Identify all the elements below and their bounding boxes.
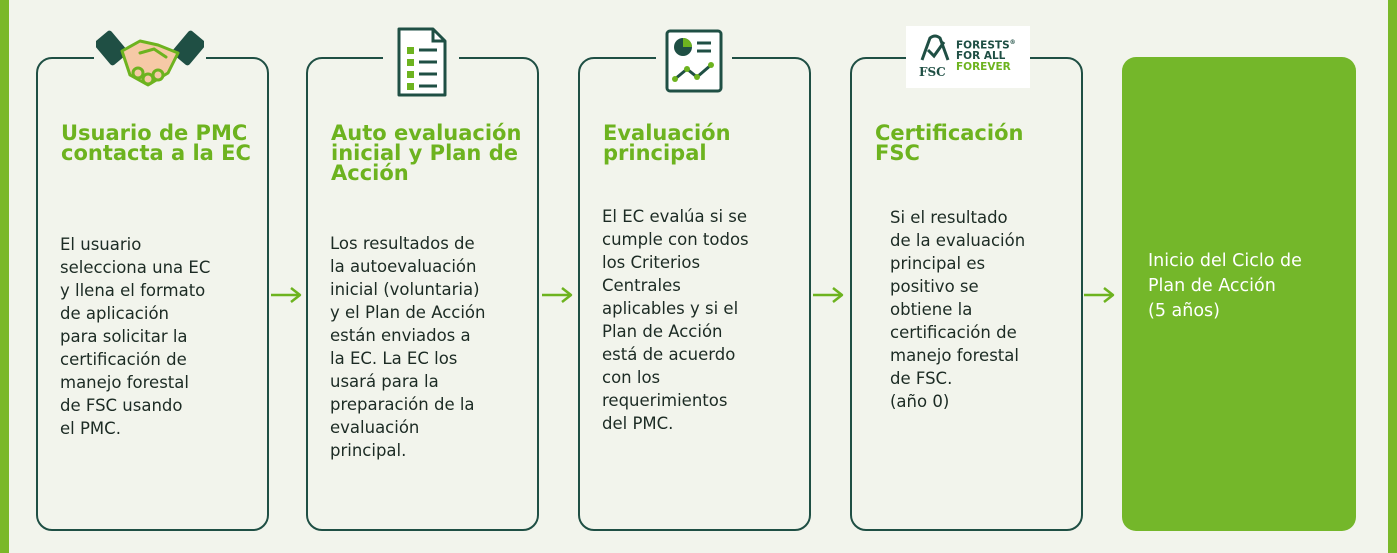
step-title: Usuario de PMC contacta a la EC	[61, 121, 251, 165]
action-plan-cycle-box: Inicio del Ciclo de Plan de Acción (5 añ…	[1122, 57, 1356, 531]
right-border-bar	[1388, 0, 1397, 553]
step-card-fsc-certification: Certificación FSC Si el resultado de la …	[850, 57, 1083, 531]
arrow-right-icon	[542, 287, 573, 303]
step-title: Certificación FSC	[875, 121, 1024, 165]
arrow-right-icon	[271, 287, 302, 303]
step-body: Los resultados de la autoevaluación inic…	[330, 234, 486, 460]
step-body: Si el resultado de la evaluación princip…	[890, 208, 1026, 411]
step-card-contact: Usuario de PMC contacta a la EC El usuar…	[36, 57, 269, 531]
tree-checkmark-icon	[920, 34, 950, 61]
step-body: El EC evalúa si se cumple con todos los …	[602, 207, 749, 433]
fsc-tagline: FORESTS® FOR ALL FOREVER	[956, 39, 1016, 73]
handshake-icon	[94, 22, 206, 94]
left-border-bar	[0, 0, 9, 553]
step-card-main-evaluation: Evaluación principal El EC evalúa si se …	[578, 57, 811, 531]
step-title: Auto evaluación inicial y Plan de Acción	[331, 121, 522, 185]
checklist-icon	[383, 22, 459, 102]
chart-report-icon	[656, 22, 732, 100]
action-plan-cycle-text: Inicio del Ciclo de Plan de Acción (5 añ…	[1148, 251, 1302, 321]
arrow-right-icon	[813, 287, 844, 303]
fsc-wordmark: FSC	[919, 65, 946, 79]
fsc-logo: FSC FORESTS® FOR ALL FOREVER	[906, 26, 1030, 88]
step-body: El usuario selecciona una EC y llena el …	[60, 235, 211, 438]
arrow-right-icon	[1084, 287, 1115, 303]
step-card-self-assessment: Auto evaluación inicial y Plan de Acción…	[306, 57, 539, 531]
step-title: Evaluación principal	[603, 121, 731, 165]
